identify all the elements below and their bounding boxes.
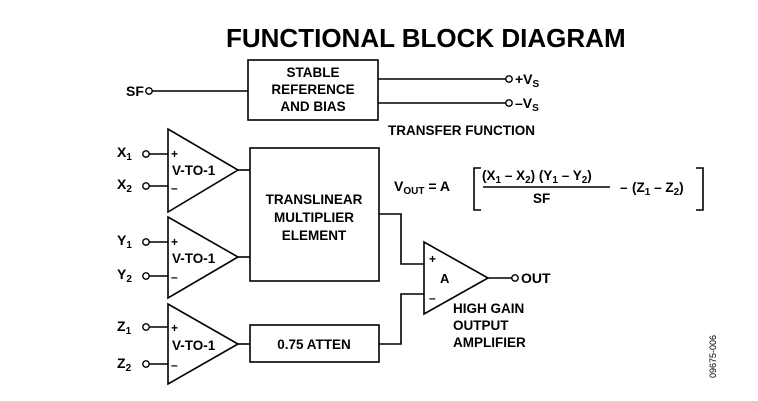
output-amp-line-1: HIGH GAIN	[453, 301, 524, 316]
pin-z1-terminal	[142, 323, 150, 331]
reference-line-1: STABLE	[287, 65, 340, 80]
pin-out-label: OUT	[521, 270, 551, 286]
eq-minus: –	[620, 180, 628, 195]
x-converter-label: V-TO-1	[172, 163, 216, 178]
y-converter-minus: –	[171, 270, 178, 284]
diagram-title: FUNCTIONAL BLOCK DIAGRAM	[226, 23, 626, 53]
eq-z-term: (Z1 – Z2)	[632, 180, 684, 198]
amp-plus: +	[429, 252, 436, 266]
z-converter-minus: –	[171, 358, 178, 372]
eq-left-bracket	[473, 167, 481, 211]
x-converter-triangle	[167, 127, 240, 214]
multiplier-line-2: MULTIPLIER	[274, 210, 354, 225]
reference-line-3: AND BIAS	[280, 99, 345, 114]
pin-vs-pos-label: +VS	[515, 71, 540, 90]
output-amp-line-2: OUTPUT	[453, 318, 509, 333]
eq-right-bracket	[696, 167, 704, 211]
eq-vout: VOUT = A	[394, 178, 450, 197]
eq-denominator: SF	[533, 191, 550, 206]
pin-sf-terminal	[145, 87, 153, 95]
pin-vs-pos-terminal	[505, 75, 513, 83]
pin-vs-neg-terminal	[505, 99, 513, 107]
output-amplifier-triangle	[423, 240, 490, 316]
pin-y1-label: Y1	[117, 232, 132, 251]
eq-numerator: (X1 – X2) (Y1 – Y2)	[482, 168, 592, 186]
reference-bias-block	[247, 59, 379, 121]
pin-sf-label: SF	[126, 83, 144, 99]
z-converter-label: V-TO-1	[172, 338, 216, 353]
multiplier-to-amp-wire	[379, 213, 424, 265]
z-converter-triangle	[167, 302, 240, 386]
pin-x1-terminal	[142, 150, 150, 158]
pin-x1-label: X1	[117, 144, 132, 163]
z-converter-plus: +	[171, 321, 178, 335]
pin-out-terminal	[511, 274, 519, 282]
y-converter-triangle	[167, 215, 240, 300]
amp-gain-label: A	[440, 271, 450, 286]
figure-id: 09675-006	[708, 335, 718, 378]
atten-label: 0.75 ATTEN	[277, 337, 351, 352]
pin-x2-label: X2	[117, 176, 132, 195]
pin-z1-label: Z1	[117, 318, 132, 337]
y-converter-label: V-TO-1	[172, 251, 216, 266]
transfer-function-heading: TRANSFER FUNCTION	[388, 123, 535, 138]
atten-to-amp-wire	[379, 293, 424, 345]
reference-line-2: REFERENCE	[271, 82, 354, 97]
pin-z2-terminal	[142, 360, 150, 368]
pin-z2-label: Z2	[117, 355, 132, 374]
pin-y1-terminal	[142, 238, 150, 246]
pin-y2-terminal	[142, 272, 150, 280]
x-converter-plus: +	[171, 147, 178, 161]
output-amp-line-3: AMPLIFIER	[453, 335, 526, 350]
pin-vs-neg-label: –VS	[515, 95, 539, 114]
amp-minus: –	[429, 291, 436, 305]
multiplier-line-3: ELEMENT	[282, 228, 347, 243]
multiplier-line-1: TRANSLINEAR	[266, 192, 363, 207]
x-converter-minus: –	[171, 181, 178, 195]
pin-x2-terminal	[142, 182, 150, 190]
pin-y2-label: Y2	[117, 266, 132, 285]
y-converter-plus: +	[171, 235, 178, 249]
